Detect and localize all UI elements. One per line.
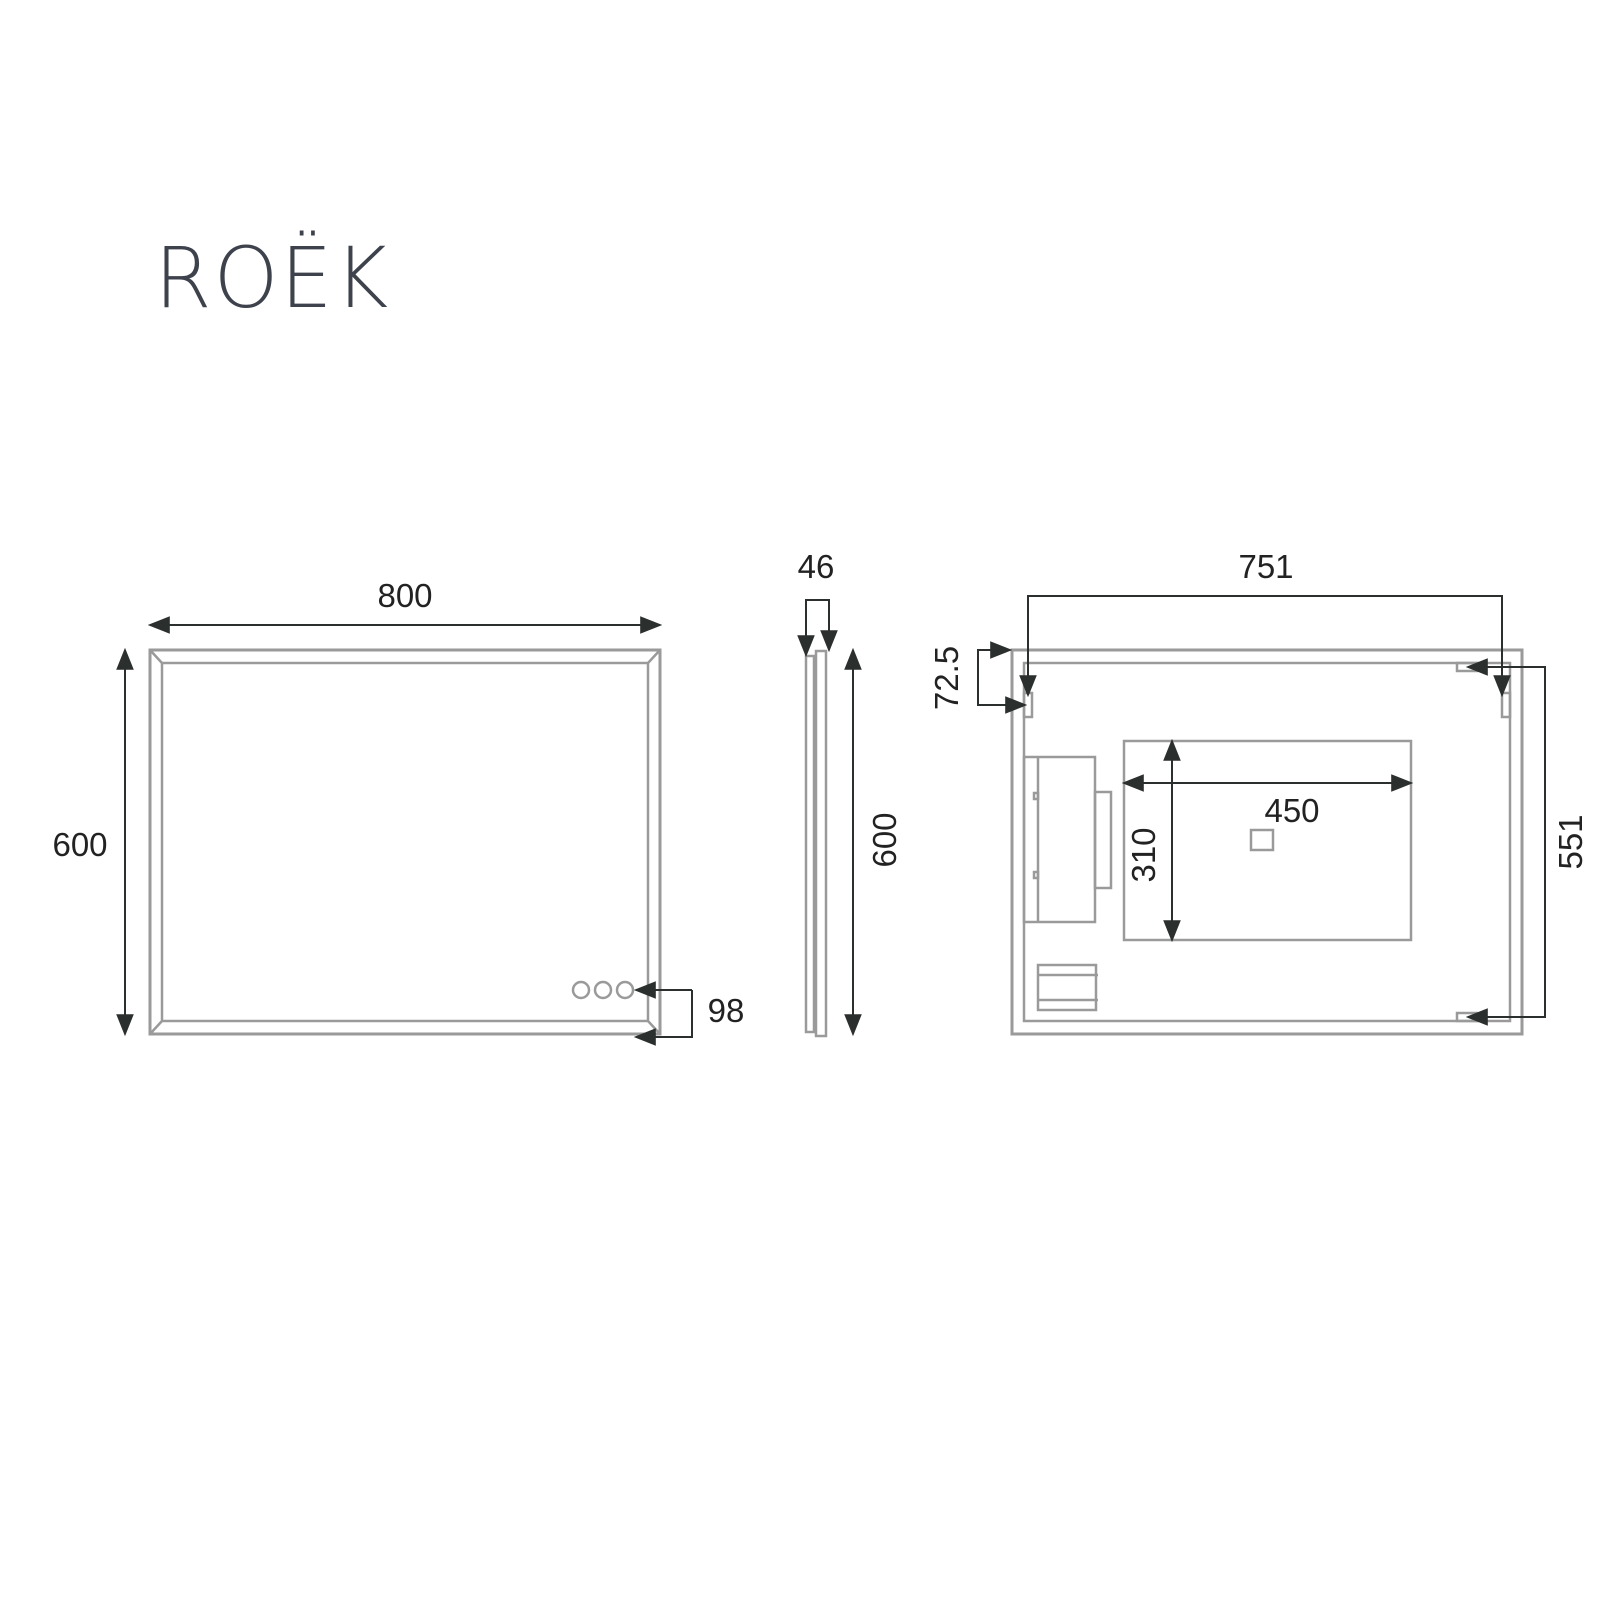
touch-button-icon bbox=[571, 980, 591, 1000]
demister-pad bbox=[1122, 739, 1413, 942]
button-offset-label: 98 bbox=[708, 992, 745, 1029]
front-height-label: 600 bbox=[52, 826, 107, 863]
panel-width-label: 450 bbox=[1264, 792, 1319, 829]
side-back-profile bbox=[804, 654, 816, 1034]
bracket-spacing-label: 751 bbox=[1238, 548, 1293, 585]
vertical-spacing-label: 551 bbox=[1552, 814, 1589, 869]
touch-button-icon bbox=[593, 980, 613, 1000]
side-glass-profile bbox=[814, 649, 828, 1038]
touch-button-icon bbox=[615, 980, 635, 1000]
front-view: 800 600 98 bbox=[52, 577, 745, 1046]
sensor-icon bbox=[1249, 828, 1275, 852]
mirror-inner-frame bbox=[160, 661, 650, 1023]
back-view: 450 310 751 72.5 551 bbox=[928, 548, 1589, 1036]
brand-logo: ROËK bbox=[154, 229, 391, 327]
side-height-label: 600 bbox=[866, 812, 903, 867]
panel-height-label: 310 bbox=[1125, 827, 1162, 882]
driver-box bbox=[1022, 755, 1097, 924]
side-depth-label: 46 bbox=[798, 548, 835, 585]
bracket-icon bbox=[1500, 691, 1512, 719]
bracket-icon bbox=[1022, 691, 1034, 719]
side-view: 46 600 bbox=[797, 548, 903, 1038]
back-outer-frame bbox=[1010, 648, 1524, 1036]
driver-clip bbox=[1093, 790, 1113, 890]
connector-box bbox=[1036, 963, 1098, 1012]
top-offset-label: 72.5 bbox=[928, 646, 965, 710]
front-width-label: 800 bbox=[377, 577, 432, 614]
mirror-outer-frame bbox=[148, 648, 662, 1036]
